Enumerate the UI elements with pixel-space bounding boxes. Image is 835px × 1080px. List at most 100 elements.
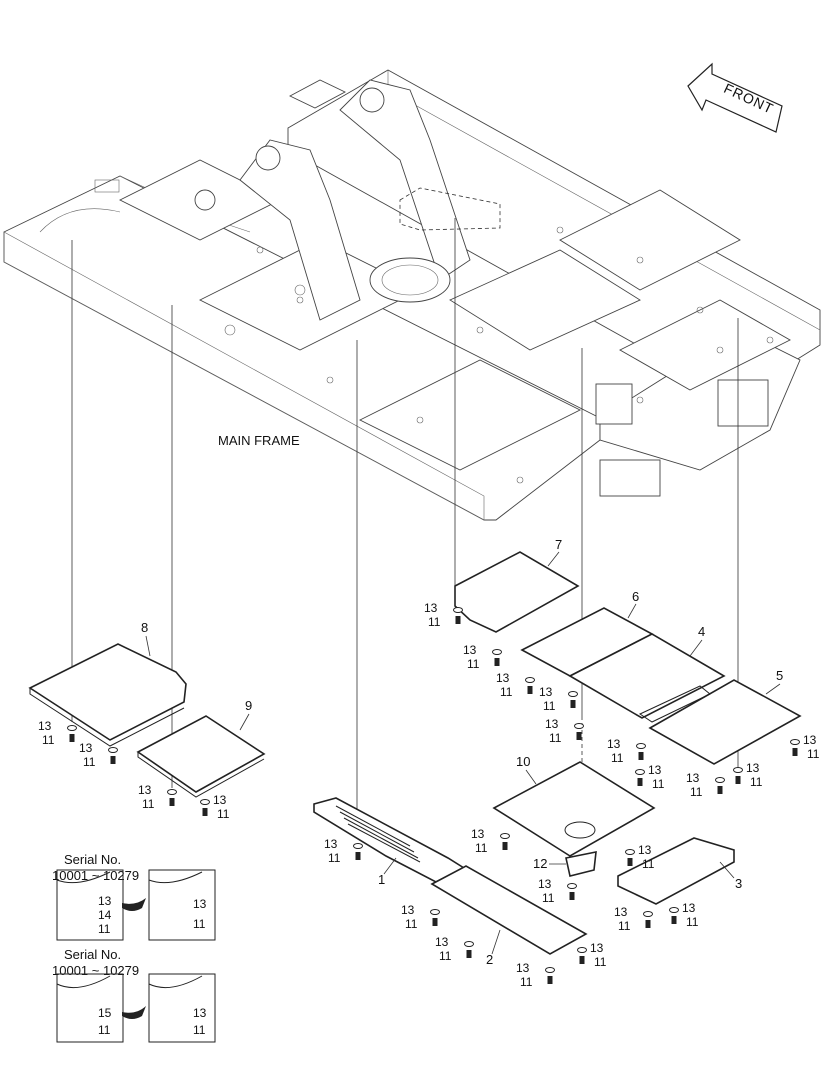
label-6: 6 xyxy=(632,589,639,604)
label-13: 13 xyxy=(686,771,700,785)
cover-plate-10 xyxy=(492,761,656,857)
washer-icon xyxy=(500,833,510,839)
label-11: 11 xyxy=(405,917,418,931)
label-13: 13 xyxy=(607,737,621,751)
bolt-icon xyxy=(432,918,438,926)
bolt-icon xyxy=(466,950,472,958)
washer-icon xyxy=(733,767,743,773)
cover-plate-4 xyxy=(568,633,726,719)
label-11: 11 xyxy=(520,975,533,989)
label-5: 5 xyxy=(776,668,783,683)
inset-top-title1: Serial No. xyxy=(64,852,121,867)
label-13: 13 xyxy=(79,741,93,755)
washer-icon xyxy=(567,883,577,889)
bolt-icon xyxy=(527,686,533,694)
label-11: 11 xyxy=(217,807,230,821)
svg-text:15: 15 xyxy=(98,1006,112,1020)
washer-icon xyxy=(643,911,653,917)
label-13: 13 xyxy=(435,935,449,949)
washer-icon xyxy=(108,747,118,753)
label-13: 13 xyxy=(138,783,152,797)
label-13: 13 xyxy=(516,961,530,975)
bolt-icon xyxy=(735,776,741,784)
label-13: 13 xyxy=(614,905,628,919)
label-11: 11 xyxy=(467,657,480,671)
label-13: 13 xyxy=(648,763,662,777)
washer-icon xyxy=(453,607,463,613)
front-arrow: FRONT xyxy=(687,62,783,133)
label-11: 11 xyxy=(428,615,441,629)
bolt-icon xyxy=(671,916,677,924)
label-11: 11 xyxy=(594,955,607,969)
label-13: 13 xyxy=(539,685,553,699)
washer-icon xyxy=(67,725,77,731)
label-4: 4 xyxy=(698,624,705,639)
label-7: 7 xyxy=(555,537,562,552)
label-11: 11 xyxy=(750,775,763,789)
label-11: 11 xyxy=(475,841,488,855)
washer-icon xyxy=(167,789,177,795)
washer-icon xyxy=(574,723,584,729)
cover-plate-12 xyxy=(565,851,597,877)
label-8: 8 xyxy=(141,620,148,635)
washer-icon xyxy=(200,799,210,805)
label-11: 11 xyxy=(642,857,655,871)
label-13: 13 xyxy=(682,901,696,915)
washer-icon xyxy=(525,677,535,683)
bolt-icon xyxy=(455,616,461,624)
main-frame-label: MAIN FRAME xyxy=(218,433,300,448)
bolt-icon xyxy=(792,748,798,756)
label-13: 13 xyxy=(324,837,338,851)
svg-text:13: 13 xyxy=(98,894,112,908)
label-1: 1 xyxy=(378,872,385,887)
label-13: 13 xyxy=(590,941,604,955)
inset-top-title2: 10001 ~ 10279 xyxy=(52,868,139,883)
cover-plate-3 xyxy=(617,837,735,905)
label-13: 13 xyxy=(463,643,477,657)
cover-plate-2 xyxy=(430,865,588,955)
label-13: 13 xyxy=(401,903,415,917)
inset-bottom: Serial No. 10001 ~ 10279 15 11 13 11 xyxy=(52,947,216,1043)
label-11: 11 xyxy=(500,685,513,699)
label-11: 11 xyxy=(542,891,555,905)
label-11: 11 xyxy=(807,747,820,761)
label-11: 11 xyxy=(618,919,631,933)
label-11: 11 xyxy=(439,949,452,963)
label-13: 13 xyxy=(38,719,52,733)
inset-bottom-title2: 10001 ~ 10279 xyxy=(52,963,139,978)
label-12: 12 xyxy=(533,856,547,871)
label-11: 11 xyxy=(652,777,665,791)
bolt-icon xyxy=(355,852,361,860)
label-13: 13 xyxy=(424,601,438,615)
label-9: 9 xyxy=(245,698,252,713)
label-13: 13 xyxy=(803,733,817,747)
bolt-icon xyxy=(202,808,208,816)
label-11: 11 xyxy=(543,699,556,713)
bolt-icon xyxy=(569,892,575,900)
inset-bottom-title1: Serial No. xyxy=(64,947,121,962)
cover-plate-7 xyxy=(454,551,580,633)
label-11: 11 xyxy=(611,751,624,765)
bolt-icon xyxy=(645,920,651,928)
washer-icon xyxy=(790,739,800,745)
label-11: 11 xyxy=(686,915,699,929)
label-13: 13 xyxy=(638,843,652,857)
svg-text:11: 11 xyxy=(193,917,206,931)
main-frame-drawing xyxy=(3,69,821,521)
svg-text:11: 11 xyxy=(98,1023,111,1037)
bolt-icon xyxy=(637,778,643,786)
bolt-icon xyxy=(579,956,585,964)
label-13: 13 xyxy=(213,793,227,807)
label-11: 11 xyxy=(42,733,55,747)
label-11: 11 xyxy=(83,755,96,769)
callout-labels: 7 6 4 5 8 9 10 1 2 3 12 xyxy=(141,537,783,967)
label-13: 13 xyxy=(538,877,552,891)
bolt-icon xyxy=(627,858,633,866)
svg-text:13: 13 xyxy=(193,897,207,911)
washer-icon xyxy=(353,843,363,849)
label-2: 2 xyxy=(486,952,493,967)
washer-icon xyxy=(669,907,679,913)
